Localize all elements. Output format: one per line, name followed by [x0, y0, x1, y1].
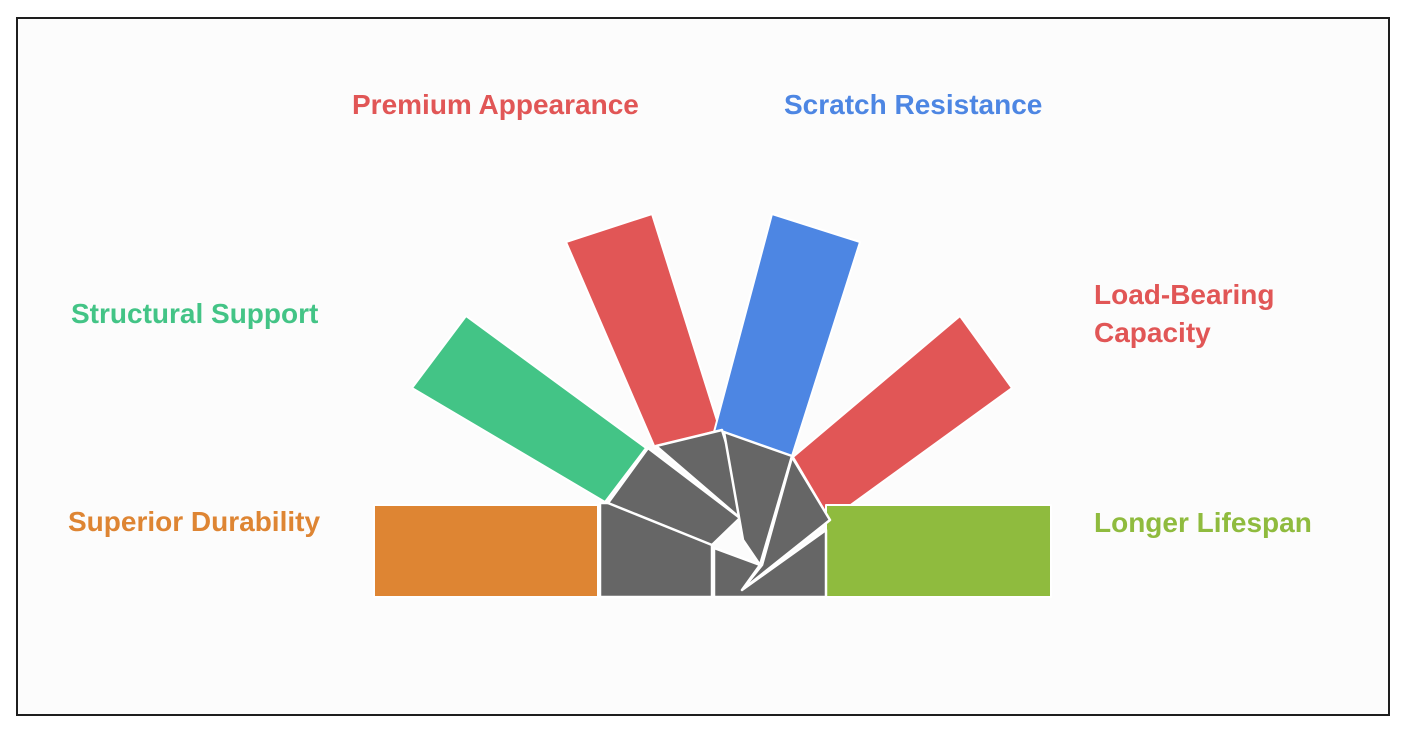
- blade-superior-durability: [373, 504, 599, 598]
- label-superior-durability: Superior Durability: [68, 506, 321, 537]
- label-premium-appearance: Premium Appearance: [352, 89, 639, 120]
- blade-longer-lifespan: [825, 504, 1052, 598]
- label-load-bearing-capacity: Load-Bearing Capacity: [1094, 279, 1275, 348]
- diagram-frame: [16, 17, 1390, 716]
- core-piece-left-diagonal: [606, 446, 742, 547]
- label-scratch-resistance: Scratch Resistance: [784, 89, 1043, 120]
- label-structural-support: Structural Support: [71, 298, 319, 329]
- label-longer-lifespan: Longer Lifespan: [1094, 507, 1312, 538]
- fan-core: [598, 428, 832, 599]
- core-piece-bottom: [712, 528, 828, 599]
